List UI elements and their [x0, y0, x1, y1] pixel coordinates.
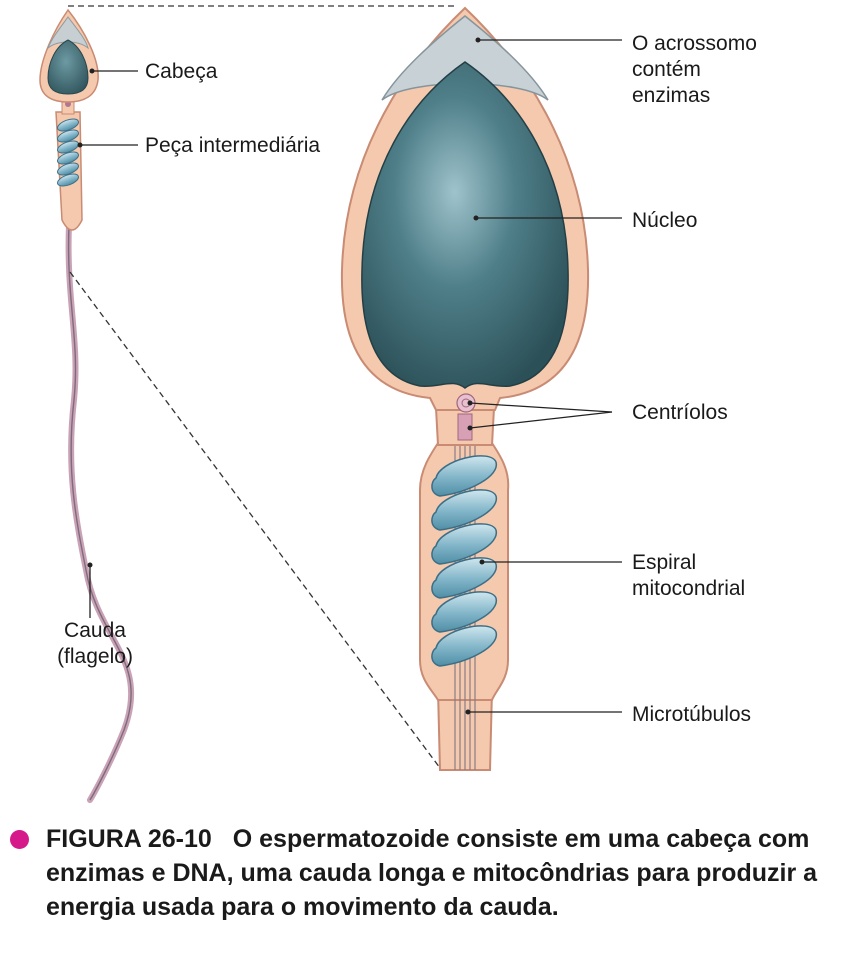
label-acrossomo: O acrossomo contém enzimas — [632, 32, 757, 107]
figure-caption: FIGURA 26-10 O espermatozoide consiste e… — [10, 822, 850, 924]
whole-sperm — [39, 8, 135, 803]
label-microtubulos: Microtúbulos — [632, 703, 752, 726]
label-peca-intermediaria: Peça intermediária — [145, 134, 321, 157]
label-centriolos: Centríolos — [632, 401, 728, 424]
enlarged-sperm — [340, 6, 590, 771]
caption-bullet-icon — [10, 830, 29, 849]
label-nucleo: Núcleo — [632, 209, 698, 232]
mito-spiral-small — [57, 118, 79, 187]
caption-text: O espermatozoide consiste em uma cabeça … — [46, 825, 818, 921]
label-espiral-mitocondrial: Espiral mitocondrial — [632, 551, 746, 600]
label-cabeca: Cabeça — [145, 60, 218, 83]
mitochondrial-spiral — [431, 455, 497, 667]
leader-lines — [77, 37, 622, 715]
label-cauda: Cauda (flagelo) — [57, 619, 133, 668]
zoom-line-bottom — [69, 271, 441, 769]
tail-flagellum — [65, 222, 135, 803]
nucleus-small — [47, 39, 89, 95]
nucleus — [361, 61, 569, 389]
sperm-diagram — [39, 5, 622, 803]
figure-number: FIGURA 26-10 — [46, 825, 212, 853]
